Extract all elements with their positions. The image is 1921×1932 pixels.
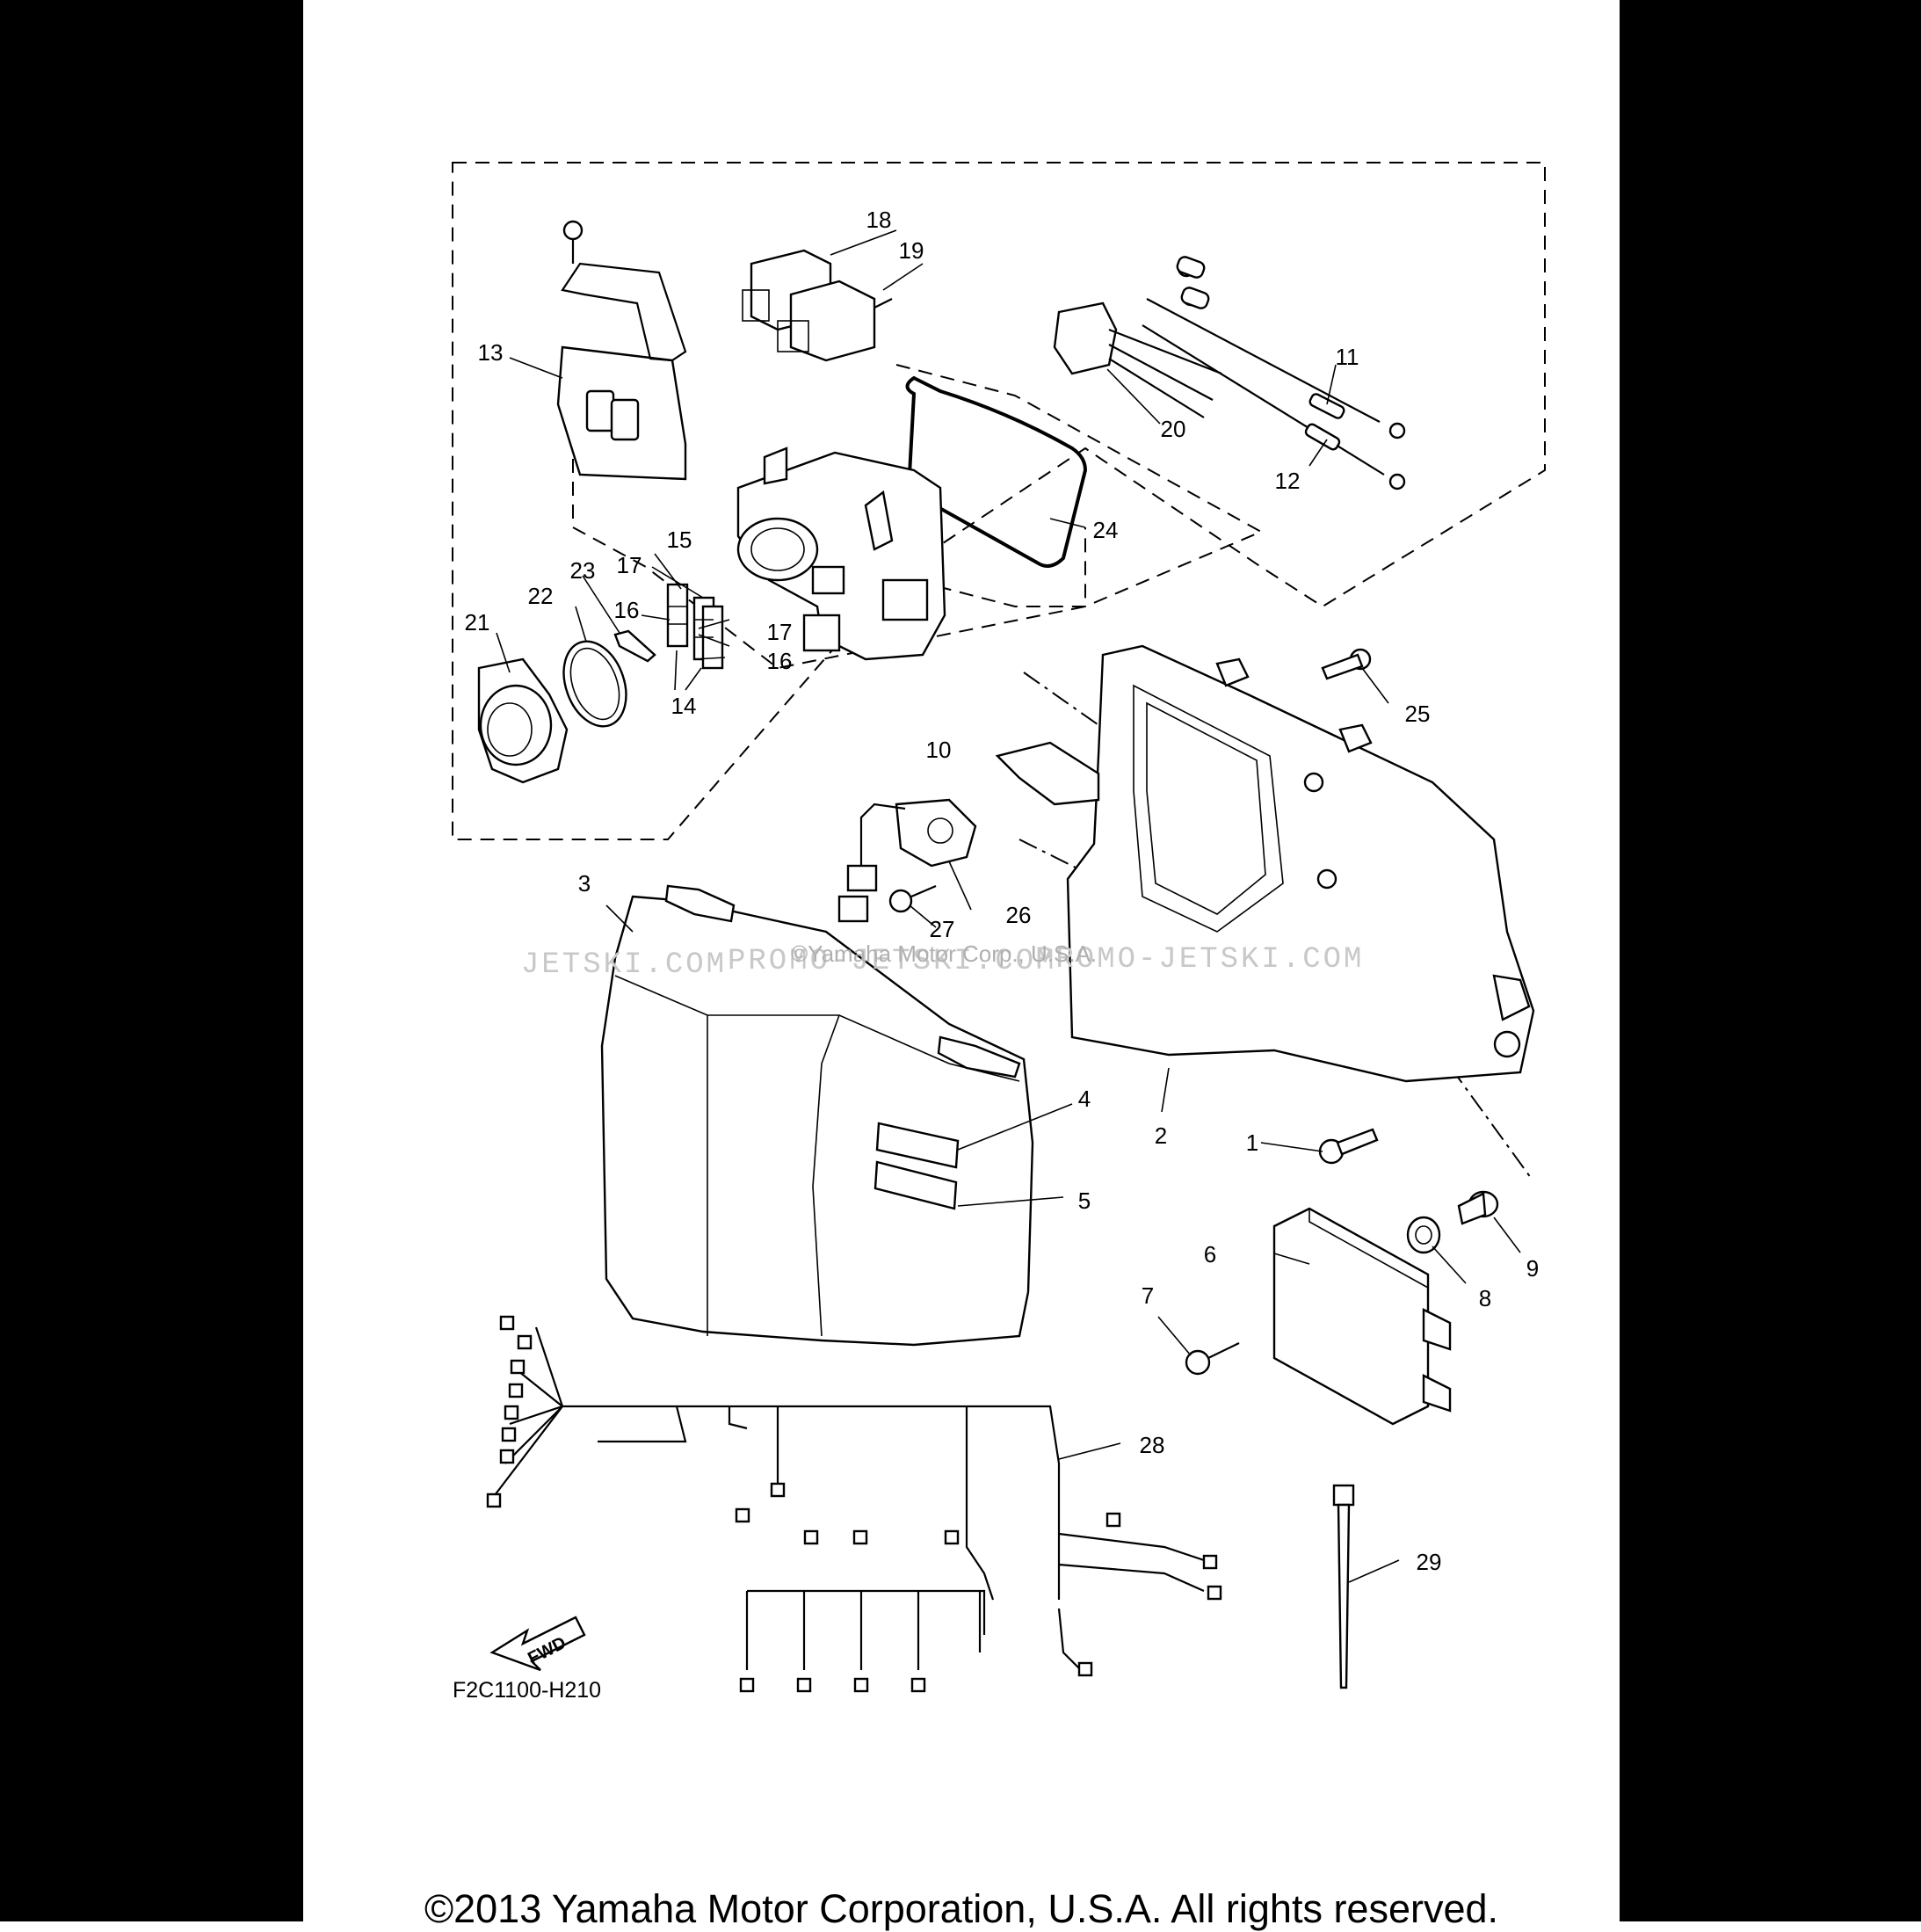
label-22: 22 xyxy=(528,583,554,609)
label-28: 28 xyxy=(1140,1432,1165,1458)
watermark-2: PROMO-JETSKI.COM xyxy=(728,945,1056,978)
label-11: 11 xyxy=(1336,344,1359,370)
part-27-bolt xyxy=(888,884,937,913)
label-8: 8 xyxy=(1479,1285,1491,1311)
label-29: 29 xyxy=(1417,1549,1442,1575)
part-2-box-case xyxy=(995,644,1535,1083)
part-4-label xyxy=(875,1122,960,1169)
label-13: 13 xyxy=(478,339,504,366)
label-25: 25 xyxy=(1405,701,1431,727)
label-6: 6 xyxy=(1204,1241,1216,1267)
part-22-o-ring-inner xyxy=(569,647,620,721)
watermarks: JETSKI.COM PROMO-JETSKI.COM PROMO-JETSKI… xyxy=(521,941,1364,982)
label-2: 2 xyxy=(1155,1122,1167,1149)
label-26: 26 xyxy=(1006,902,1032,928)
watermark-1: JETSKI.COM xyxy=(521,948,727,982)
part-23-clip xyxy=(613,629,656,663)
label-7: 7 xyxy=(1142,1282,1154,1309)
label-1: 1 xyxy=(1246,1129,1258,1156)
label-19: 19 xyxy=(899,237,924,264)
label-27: 27 xyxy=(930,916,955,942)
gasket-inner-boundary xyxy=(895,364,1264,607)
fwd-arrow-icon: FWD xyxy=(489,1616,586,1672)
label-14: 14 xyxy=(671,693,697,719)
label-9: 9 xyxy=(1526,1255,1539,1282)
part-1-bolt xyxy=(1318,1128,1379,1165)
part-3-box-cover xyxy=(600,884,1034,1347)
part-13-cover xyxy=(556,220,687,481)
part-9-collar xyxy=(1457,1190,1499,1225)
label-15: 15 xyxy=(667,527,692,553)
label-21: 21 xyxy=(465,609,490,636)
part-25-bolt xyxy=(1321,648,1372,680)
part-28-wire-harness xyxy=(486,1315,1222,1693)
part-10-box-assembly xyxy=(736,447,946,661)
part-12-lead xyxy=(1142,324,1406,490)
label-16b: 16 xyxy=(767,648,793,674)
copyright-notice: ©2013 Yamaha Motor Corporation, U.S.A. A… xyxy=(424,1886,1499,1931)
parts-14-17-terminals xyxy=(666,583,724,670)
label-18: 18 xyxy=(866,207,892,233)
watermark-owner: ©Yamaha Motor Corp., U.S.A. xyxy=(791,941,1097,967)
label-10: 10 xyxy=(926,737,952,763)
label-3: 3 xyxy=(578,870,591,897)
part-labels: 18 19 13 11 20 12 24 15 23 17 22 16 21 1… xyxy=(465,207,1540,1575)
label-23: 23 xyxy=(570,557,596,584)
part-6-ecm xyxy=(1272,1207,1452,1426)
drawing-code: F2C1100-H210 xyxy=(453,1678,601,1703)
label-4: 4 xyxy=(1078,1086,1091,1112)
label-17b: 17 xyxy=(767,619,793,645)
label-12: 12 xyxy=(1275,468,1301,494)
label-24: 24 xyxy=(1093,517,1119,543)
part-7-bolt xyxy=(1185,1342,1240,1376)
part-8-grommet xyxy=(1406,1216,1441,1254)
part-21-cap xyxy=(477,657,569,784)
part-29-cable-tie xyxy=(1332,1484,1355,1689)
watermark-3: PROMO-JETSKI.COM xyxy=(1035,943,1364,977)
part-11-lead xyxy=(1146,256,1406,439)
part-22-o-ring xyxy=(562,640,627,728)
label-20: 20 xyxy=(1161,416,1186,442)
group-10-boundary xyxy=(452,162,1546,840)
part-26-sensor xyxy=(837,798,977,923)
part-20-connector xyxy=(1053,301,1222,418)
label-16a: 16 xyxy=(614,597,640,623)
part-19-relay xyxy=(777,280,893,362)
label-5: 5 xyxy=(1078,1188,1091,1214)
label-17a: 17 xyxy=(617,552,642,578)
leader-lines xyxy=(496,229,1521,1583)
part-5-label xyxy=(874,1160,958,1210)
